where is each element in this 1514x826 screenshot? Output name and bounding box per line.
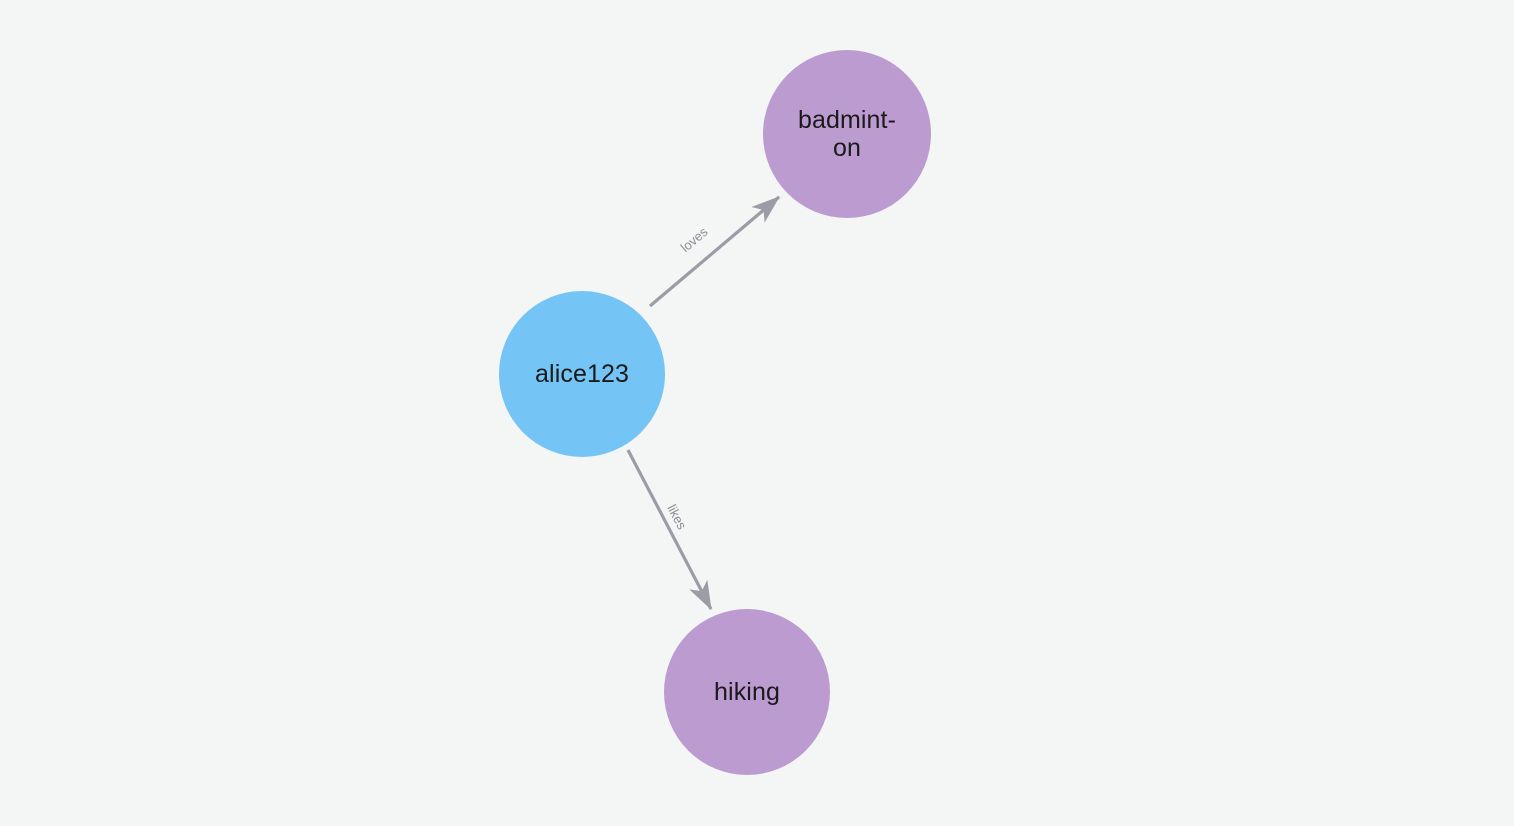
edge-loves-label: loves: [678, 224, 711, 255]
edge-likes-line: [626, 449, 713, 611]
edge-loves[interactable]: loves: [648, 195, 781, 308]
graph-node-badminton[interactable]: badmint- on: [763, 50, 931, 218]
graph-node-alice123-label: alice123: [535, 360, 629, 388]
edge-likes[interactable]: likes: [626, 449, 713, 611]
edge-loves-line: [648, 195, 781, 308]
graph-node-badminton-label: badmint- on: [797, 106, 897, 162]
graph-node-hiking[interactable]: hiking: [664, 609, 830, 775]
graph-node-hiking-label: hiking: [714, 678, 780, 706]
graph-node-alice123[interactable]: alice123: [499, 291, 665, 457]
